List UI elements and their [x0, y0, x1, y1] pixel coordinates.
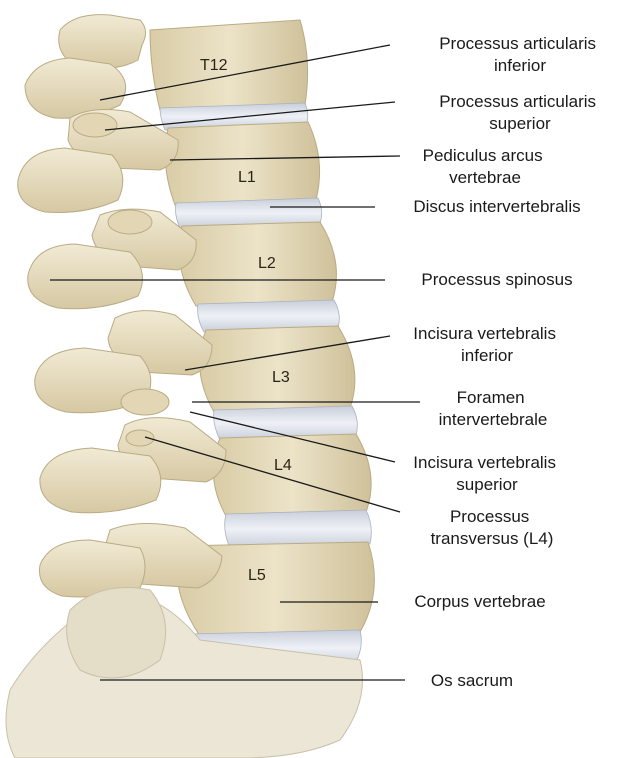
label-l2: L2: [258, 255, 276, 272]
spine-illustration: [6, 15, 374, 758]
label-l3: L3: [272, 369, 290, 386]
annotation-discus: Discus intervertebralis: [413, 197, 580, 216]
annotation-sacrum: Os sacrum: [431, 671, 513, 690]
label-l4: L4: [274, 457, 292, 474]
annotation-foramen: Foramen intervertebrale: [439, 388, 548, 429]
label-l1: L1: [238, 169, 256, 186]
annotation-inc-inf: Incisura vertebralis inferior: [413, 324, 560, 365]
vertebra-t12: [25, 15, 308, 119]
annotation-corpus: Corpus vertebrae: [414, 592, 545, 611]
annotation-proc-art-inf: Processus articularis inferior: [439, 34, 601, 75]
label-l5: L5: [248, 567, 266, 584]
annotation-inc-sup: Incisura vertebralis superior: [413, 453, 560, 494]
annotation-labels: Processus articularis inferior Processus…: [413, 34, 600, 690]
annotation-spinosus: Processus spinosus: [421, 270, 572, 289]
annotation-proc-art-sup: Processus articularis superior: [439, 92, 601, 133]
label-t12: T12: [200, 57, 228, 74]
annotation-pediculus: Pediculus arcus vertebrae: [423, 146, 548, 187]
annotation-transversus: Processus transversus (L4): [431, 507, 554, 548]
